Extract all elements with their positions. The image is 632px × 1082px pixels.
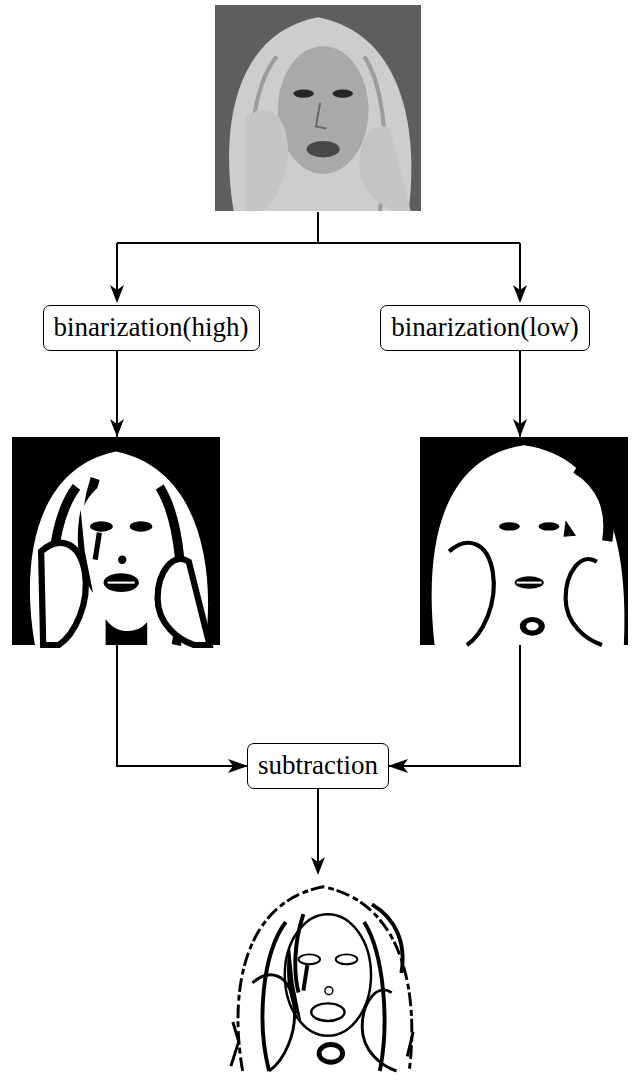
- box-label: binarization(high): [54, 312, 249, 343]
- binary-image-high: [12, 437, 220, 645]
- binary-image-low: [420, 437, 628, 645]
- photo: [215, 5, 421, 211]
- process-box: binarization(high): [43, 305, 260, 351]
- process-box: subtraction: [247, 743, 389, 789]
- process-box: binarization(low): [380, 305, 590, 351]
- box-label: subtraction: [258, 750, 378, 781]
- split-arrow: [117, 212, 520, 292]
- box-label: binarization(low): [391, 312, 578, 343]
- difference-image: [225, 875, 421, 1075]
- result-arrow: [317, 788, 319, 864]
